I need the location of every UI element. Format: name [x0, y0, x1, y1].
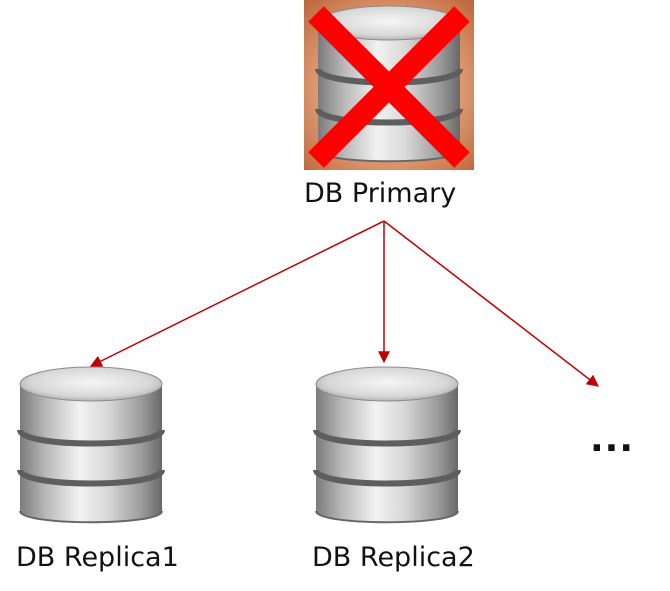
replica1-label: DB Replica1	[16, 542, 179, 573]
database-replica2-icon	[313, 366, 461, 524]
red-x-icon	[308, 6, 470, 168]
arrow-primary-to-replica1	[89, 220, 385, 367]
more-replicas-ellipsis: ...	[590, 419, 635, 460]
replica2-label: DB Replica2	[312, 542, 475, 573]
primary-label: DB Primary	[304, 178, 457, 209]
database-replica1-icon	[17, 366, 165, 524]
arrow-primary-to-more	[383, 220, 599, 387]
